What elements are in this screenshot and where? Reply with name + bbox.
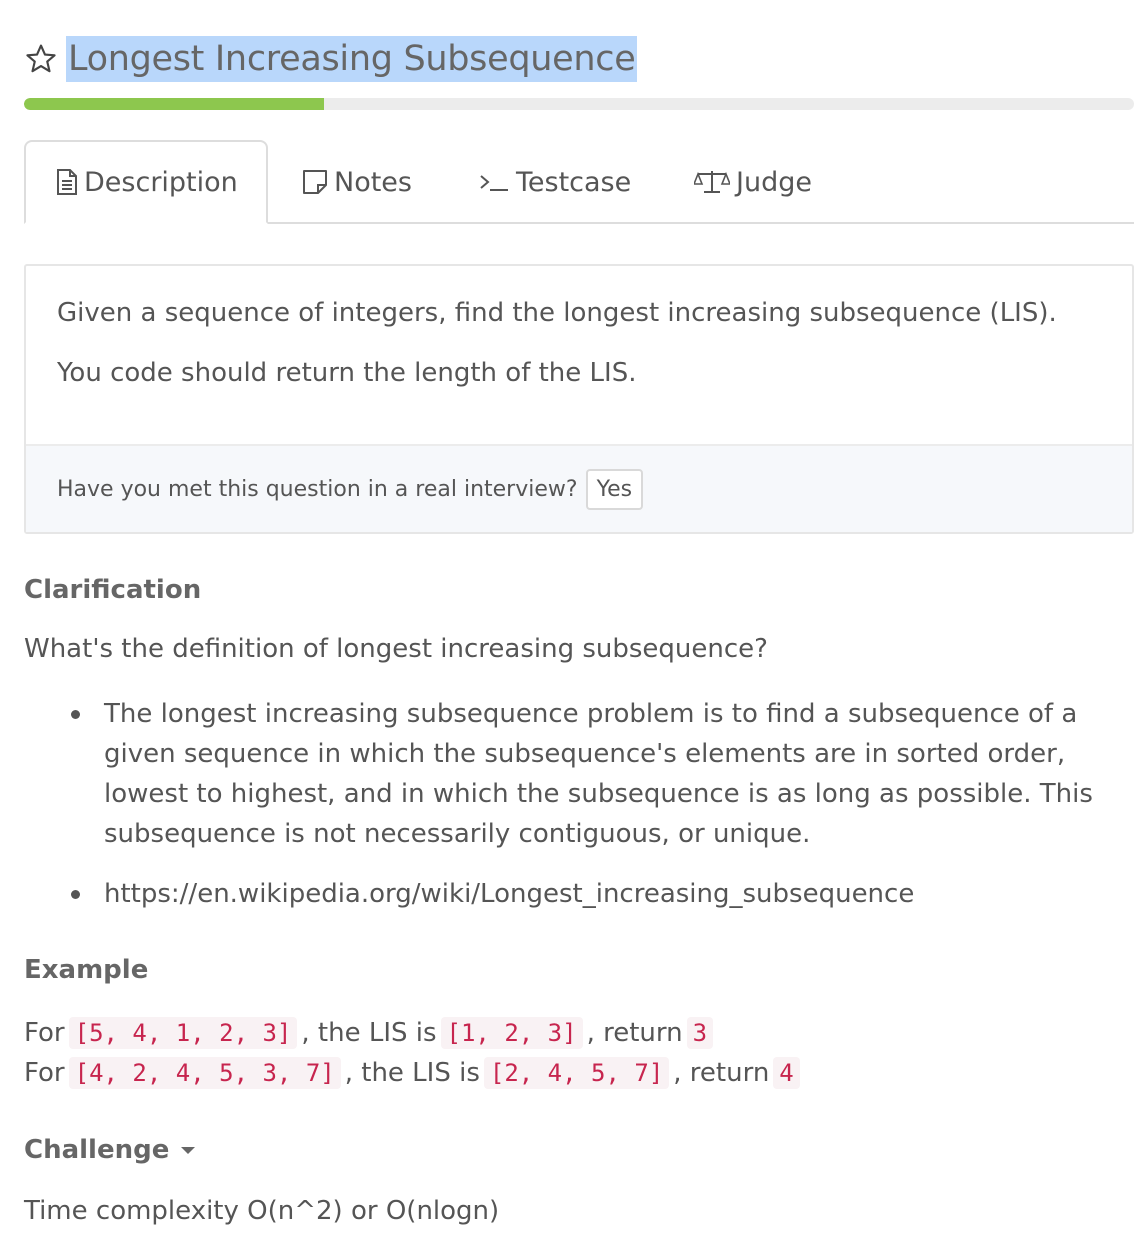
- interview-question: Have you met this question in a real int…: [57, 476, 578, 502]
- challenge-text: Time complexity O(n^2) or O(nlogn): [24, 1196, 500, 1226]
- example-heading: Example: [24, 955, 149, 985]
- progress-fill: [24, 98, 324, 110]
- caret-down-icon: [181, 1146, 196, 1154]
- star-icon[interactable]: [24, 42, 58, 76]
- description-line-2: You code should return the length of the…: [57, 358, 637, 388]
- interview-footer: Have you met this question in a real int…: [26, 444, 1132, 532]
- example-mid-text: , the LIS is: [301, 1018, 437, 1048]
- progress-bar: [24, 98, 1134, 110]
- example-line: For [5, 4, 1, 2, 3] , the LIS is [1, 2, …: [24, 1014, 717, 1052]
- tab-notes-label: Notes: [334, 166, 412, 198]
- list-item: The longest increasing subsequence probl…: [71, 694, 1104, 854]
- tab-testcase-label: Testcase: [516, 166, 632, 198]
- description-panel: Given a sequence of integers, find the l…: [24, 264, 1134, 534]
- clarification-question: What's the definition of longest increas…: [24, 634, 768, 664]
- tab-description-label: Description: [84, 166, 238, 198]
- note-icon: [303, 170, 327, 194]
- tab-testcase[interactable]: Testcase: [478, 140, 631, 224]
- clarification-heading: Clarification: [24, 575, 202, 605]
- description-line-1: Given a sequence of integers, find the l…: [57, 298, 1057, 328]
- example-input-code: [4, 2, 4, 5, 3, 7]: [68, 1057, 341, 1089]
- example-answer-code: 4: [773, 1057, 800, 1089]
- title-row: Longest Increasing Subsequence: [24, 34, 638, 84]
- tab-description[interactable]: Description: [24, 140, 268, 224]
- challenge-toggle[interactable]: Challenge: [24, 1135, 196, 1165]
- yes-button[interactable]: Yes: [585, 468, 644, 510]
- example-lis-code: [2, 4, 5, 7]: [483, 1057, 670, 1089]
- challenge-heading: Challenge: [24, 1135, 170, 1165]
- example-for-text: For: [24, 1058, 65, 1088]
- tab-judge[interactable]: Judge: [694, 140, 812, 224]
- tab-notes[interactable]: Notes: [302, 140, 412, 224]
- description-body: Given a sequence of integers, find the l…: [26, 266, 1132, 448]
- terminal-icon: [480, 175, 508, 191]
- example-return-text: , return: [586, 1018, 683, 1048]
- document-icon: [57, 169, 77, 195]
- tab-bar: Description Notes Testcase Judge: [24, 140, 1134, 224]
- clarification-list: The longest increasing subsequence probl…: [71, 694, 1104, 934]
- example-lis-code: [1, 2, 3]: [440, 1017, 583, 1049]
- scale-icon: [694, 171, 730, 193]
- example-mid-text: , the LIS is: [344, 1058, 480, 1088]
- example-input-code: [5, 4, 1, 2, 3]: [68, 1017, 298, 1049]
- example-for-text: For: [24, 1018, 65, 1048]
- list-item-link: https://en.wikipedia.org/wiki/Longest_in…: [71, 874, 1104, 914]
- tab-judge-label: Judge: [736, 166, 812, 198]
- example-line: For [4, 2, 4, 5, 3, 7] , the LIS is [2, …: [24, 1054, 804, 1092]
- example-answer-code: 3: [686, 1017, 714, 1049]
- page-title: Longest Increasing Subsequence: [66, 36, 638, 82]
- example-return-text: , return: [673, 1058, 770, 1088]
